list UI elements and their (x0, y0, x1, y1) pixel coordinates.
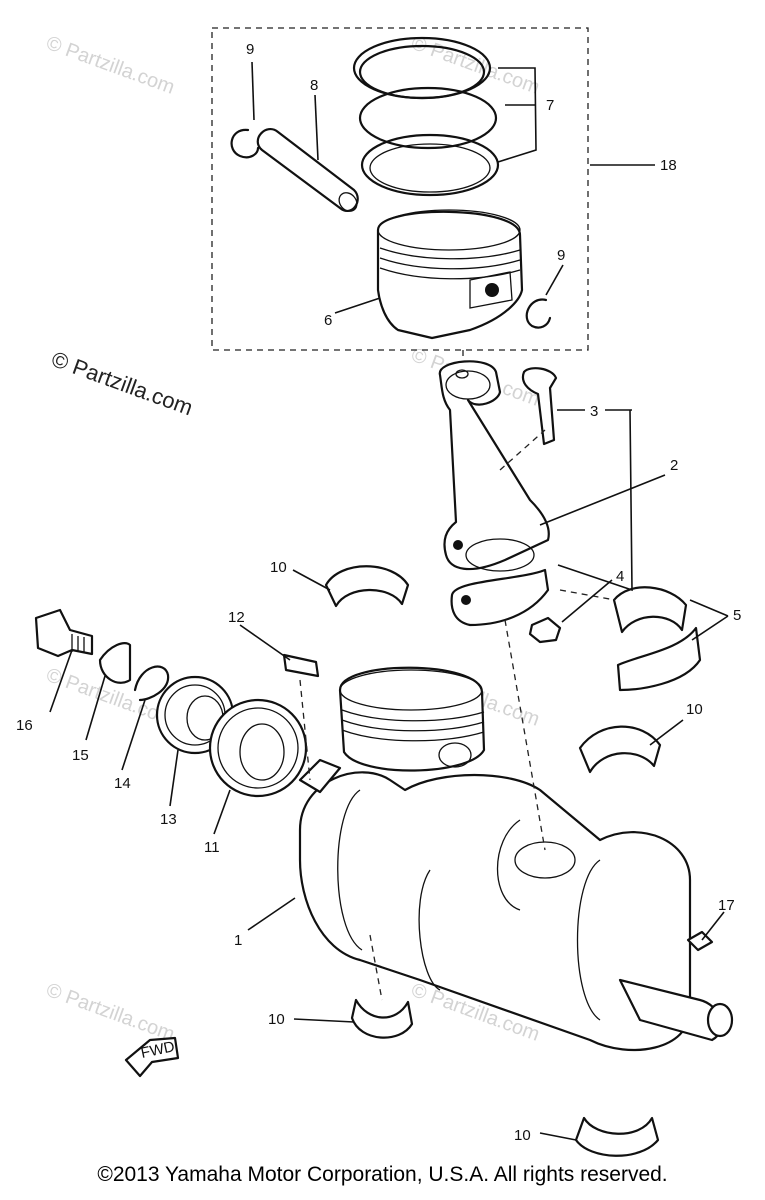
main-bearing-bottom (574, 1116, 660, 1157)
rod-bearings (612, 586, 702, 692)
callout-12: 12 (228, 609, 245, 626)
callout-3: 3 (590, 403, 598, 420)
main-bearing-right (578, 725, 662, 774)
callout-10a: 10 (270, 559, 287, 576)
watermark-faint: © Partzilla.com (43, 32, 177, 99)
crankshaft (298, 758, 734, 1052)
callout-2: 2 (670, 457, 678, 474)
piston-assembled (338, 666, 486, 772)
callout-8: 8 (310, 77, 318, 94)
circlip-upper (230, 128, 260, 159)
rod-nut (528, 616, 562, 644)
callout-9b: 9 (557, 247, 565, 264)
callout-15: 15 (72, 747, 89, 764)
fwd-label: FWD (139, 1038, 176, 1062)
main-bearing-lower-left (350, 998, 414, 1039)
lock-washer (98, 642, 132, 684)
gear-large (208, 698, 308, 798)
crank-bolt (34, 608, 94, 658)
watermark-main: © Partzilla.com (48, 346, 196, 420)
dowel-pin (686, 930, 714, 952)
fwd-arrow: FWD (124, 1036, 180, 1078)
circlip-lower (525, 298, 552, 329)
callout-17: 17 (718, 897, 735, 914)
callout-labels: 9 8 7 18 6 9 3 2 4 5 10 12 10 16 15 14 1… (16, 41, 741, 1144)
callout-11: 11 (204, 839, 220, 856)
callout-18: 18 (660, 157, 677, 174)
callout-14: 14 (114, 775, 131, 792)
connecting-rod (438, 360, 550, 572)
callout-10b: 10 (686, 701, 703, 718)
callout-1: 1 (234, 932, 242, 949)
copyright-footer: ©2013 Yamaha Motor Corporation, U.S.A. A… (97, 1163, 668, 1186)
callout-10d: 10 (514, 1127, 531, 1144)
main-bearing-upper-left (324, 565, 410, 608)
piston-kit-box (211, 27, 589, 351)
piston (376, 209, 524, 370)
piston-pin (256, 128, 359, 212)
callout-7: 7 (546, 97, 554, 114)
alignment-lines (299, 429, 616, 1001)
callout-9: 9 (246, 41, 254, 58)
leader-lines (49, 61, 729, 1141)
callout-5: 5 (733, 607, 741, 624)
callout-13: 13 (160, 811, 177, 828)
callout-4: 4 (616, 568, 624, 585)
watermark-faint: © Partzilla.com (43, 979, 177, 1046)
callout-16: 16 (16, 717, 33, 734)
woodruff-key (282, 653, 320, 678)
callout-6: 6 (324, 312, 332, 329)
connecting-rod-cap (450, 568, 550, 627)
rod-bolt (521, 367, 558, 446)
callout-10c: 10 (268, 1011, 285, 1028)
piston-rings (352, 36, 500, 197)
circlip-gear (133, 665, 170, 702)
